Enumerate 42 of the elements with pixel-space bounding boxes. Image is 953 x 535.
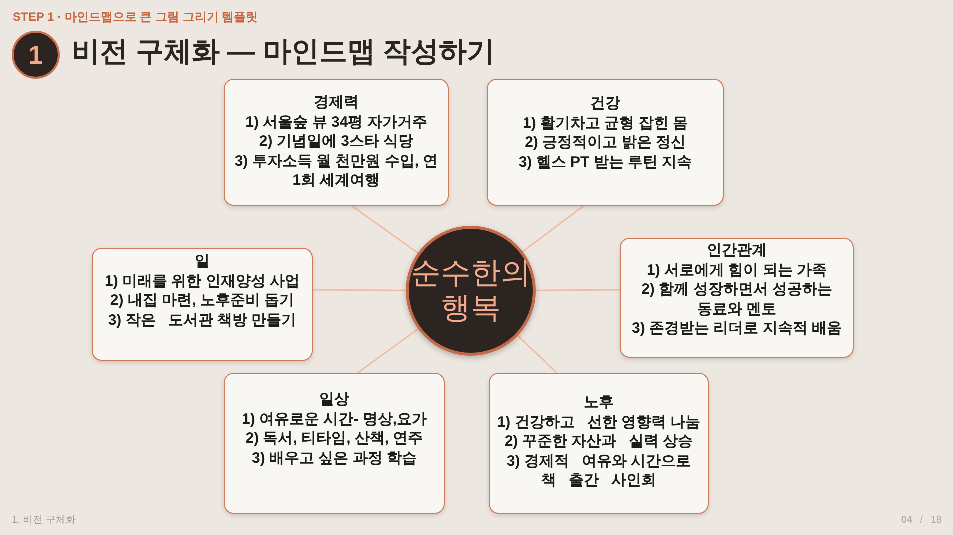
card-heading: 노후 [584,393,614,412]
list-item: 1) 활기차고 균형 잡힌 몸 [522,114,688,133]
connector-line [358,328,419,374]
footer-section-label: 1. 비전 구체화 [12,514,76,528]
connector-line [522,205,584,252]
list-item: 3) 헬스 PT 받는 루틴 지속 [518,152,692,172]
list-item: 3) 작은 도서관 책방 만들기 [108,310,297,330]
topic-card [489,373,709,514]
section-eyebrow: STEP 1 · 마인드맵으로 큰 그림 그리기 템플릿 [13,9,258,25]
page-title: 비전 구체화 — 마인드맵 작성하기 [72,35,496,69]
connector-line [313,289,406,292]
card-heading: 인간관계 [707,241,767,260]
list-item: 2) 내집 마련, 노후준비 돕기 [110,291,295,310]
list-item: 3) 경제적 여유와 시간으로 책 출간 사인회 [506,452,692,490]
card-heading: 건강 [590,94,620,114]
central-topic-text: 순수한의 행복 [410,256,532,326]
page-number: 04 / 18 [901,514,942,528]
list-item: 1) 서로에게 힘이 되는 가족 [646,260,827,280]
number-badge: 1 [12,31,60,79]
list-item: 2) 독서, 티타임, 산책, 연주 [246,429,424,448]
list-item: 1) 건강하고 선한 영향력 나눔 [497,412,701,432]
list-item: 3) 존경받는 리더로 지속적 배움 [632,319,842,338]
card-heading: 일 [195,252,210,272]
topic-card [620,238,854,358]
list-item: 2) 긍정적이고 밝은 정신 [525,133,686,152]
topic-card [92,248,313,361]
card-heading: 일상 [320,390,350,410]
list-item: 1) 미래를 위한 인재양성 사업 [104,272,300,291]
topic-card [224,373,445,514]
connector-line [536,289,620,292]
list-item: 2) 함께 성장하면서 성공하는 동료와 멘토 [640,280,834,319]
list-item: 3) 투자소득 월 천만원 수입, 연 1회 세계여행 [234,152,440,190]
connector-line [517,335,558,374]
topic-card [487,79,724,206]
connector-line [352,205,419,254]
list-item: 3) 배우고 싶은 과정 학습 [252,448,417,468]
list-item: 1) 여유로운 시간- 명상,요가 [242,410,427,429]
list-item: 2) 기념일에 3스타 식당 [259,132,414,152]
list-item: 2) 꾸준한 자산과 실력 상승 [504,432,694,452]
topic-card [224,79,449,206]
card-heading: 경제력 [314,93,359,112]
list-item: 1) 서울숲 뷰 34평 자가거주 [246,112,428,132]
